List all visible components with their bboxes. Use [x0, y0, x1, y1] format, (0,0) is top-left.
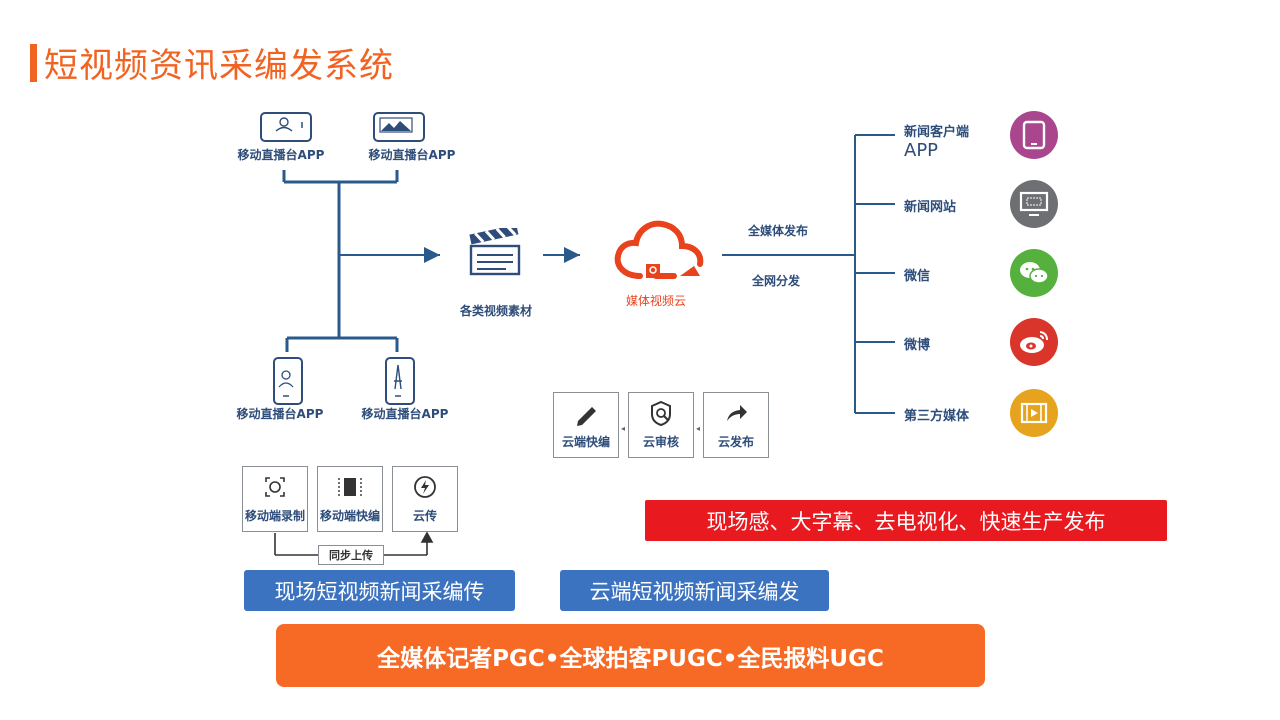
phone-portrait-icon — [273, 357, 303, 405]
video-icon[interactable] — [1010, 389, 1058, 437]
channel-wechat-label: 微信 — [904, 269, 931, 284]
channel-news-app-label: 新闻客户端 APP — [904, 124, 969, 160]
camera-frame-icon — [261, 467, 289, 507]
clapperboard-icon — [468, 224, 522, 280]
channel-news-app-line2: APP — [904, 140, 939, 161]
channel-third-party-label: 第三方媒体 — [904, 409, 970, 424]
share-arrow-icon — [722, 393, 750, 433]
sync-upload-label: 同步上传 — [318, 545, 384, 565]
mobile-edit-label: 移动端快编 — [319, 509, 380, 523]
banner-cloud-news: 云端短视频新闻采编发 — [560, 570, 829, 611]
cloud-label: 媒体视频云 — [626, 294, 687, 308]
cloud-upload-tool[interactable]: 云传 — [392, 466, 458, 532]
mobile-edit-tool[interactable]: 移动端快编 — [317, 466, 383, 532]
cloud-review-tool[interactable]: 云审核 — [628, 392, 694, 458]
phone-tower-icon — [385, 357, 415, 405]
phone-live-icon — [260, 112, 312, 142]
tool-separator: ◂ — [621, 424, 626, 433]
material-label: 各类视频素材 — [460, 304, 533, 318]
bolt-circle-icon — [411, 467, 439, 507]
banner-content-sources: 全媒体记者PGC•全球拍客PUGC•全民报料UGC — [276, 624, 985, 687]
phone-landscape-icon — [373, 112, 425, 142]
cloud-upload-label: 云传 — [412, 509, 437, 523]
film-frame-icon — [335, 467, 365, 507]
cloud-review-label: 云审核 — [642, 435, 679, 449]
tool-separator: ◂ — [696, 424, 701, 433]
feature-banner-red: 现场感、大字幕、去电视化、快速生产发布 — [645, 500, 1167, 541]
channel-news-app-line1: 新闻客户端 — [904, 125, 970, 140]
tablet-icon[interactable] — [1010, 111, 1058, 159]
shield-search-icon — [647, 393, 675, 433]
channel-weibo-label: 微博 — [904, 338, 931, 353]
banner-onsite-news: 现场短视频新闻采编传 — [244, 570, 515, 611]
cloud-publish-label: 云发布 — [717, 435, 754, 449]
mobile-record-tool[interactable]: 移动端录制 — [242, 466, 308, 532]
title-accent-bar — [30, 44, 37, 82]
mobile-record-label: 移动端录制 — [244, 509, 305, 523]
page-title: 短视频资讯采编发系统 — [44, 46, 394, 86]
app-label-bottom-right: 移动直播台APP — [361, 407, 449, 421]
wechat-icon[interactable] — [1010, 249, 1058, 297]
cloud-edit-tool[interactable]: 云端快编 — [553, 392, 619, 458]
monitor-icon[interactable] — [1010, 180, 1058, 228]
weibo-icon[interactable] — [1010, 318, 1058, 366]
app-label-top-left: 移动直播台APP — [237, 148, 325, 162]
cloud-icon — [610, 210, 710, 294]
cloud-publish-tool[interactable]: 云发布 — [703, 392, 769, 458]
channel-news-site-label: 新闻网站 — [904, 200, 957, 215]
pencil-icon — [572, 393, 600, 433]
app-label-bottom-left: 移动直播台APP — [236, 407, 324, 421]
app-label-top-right: 移动直播台APP — [368, 148, 456, 162]
distribute-label: 全网分发 — [752, 274, 801, 288]
publish-label: 全媒体发布 — [748, 224, 809, 238]
cloud-edit-label: 云端快编 — [561, 435, 610, 449]
